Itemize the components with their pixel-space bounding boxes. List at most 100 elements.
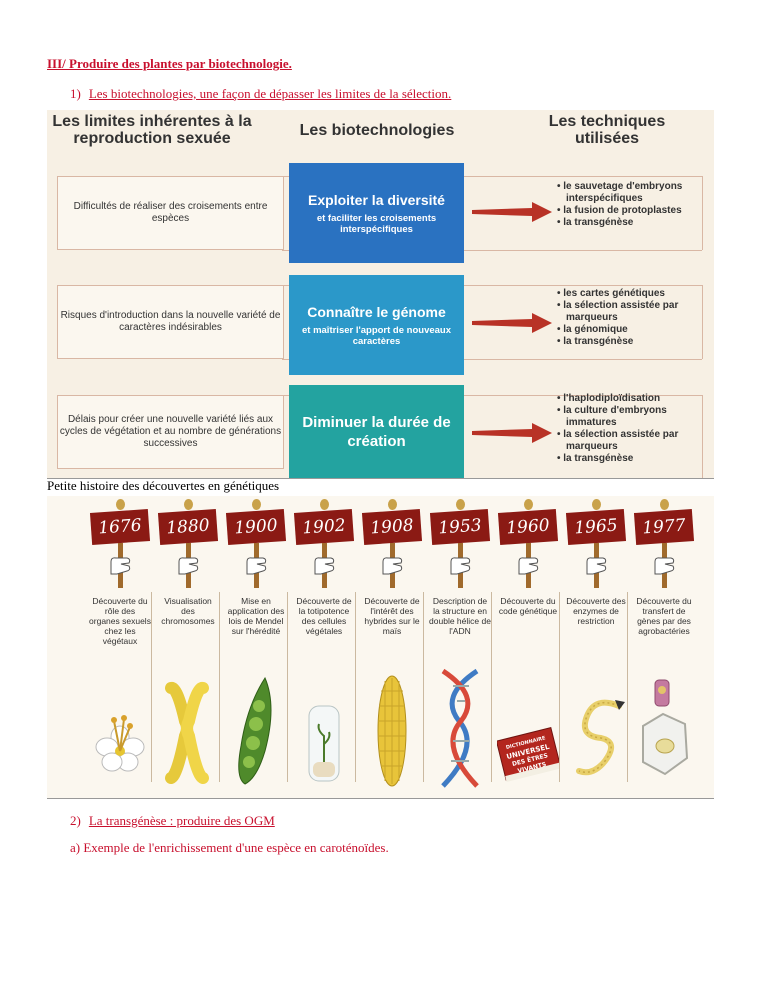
test-tube-icon	[308, 705, 340, 782]
timeline-entry-1676: 1676 Découverte du rôle des organes sexu…	[89, 496, 151, 798]
pin-icon	[388, 499, 397, 510]
column-divider	[151, 592, 152, 782]
timeline-description: Découverte du transfert de gènes par des…	[636, 596, 692, 636]
column-divider	[287, 592, 288, 782]
timeline-description: Découverte de l'intérêt des hybrides sur…	[364, 596, 420, 636]
pin-icon	[320, 499, 329, 510]
genetics-timeline: 1676 Découverte du rôle des organes sexu…	[47, 496, 714, 798]
limit-row-2: Risques d'introduction dans la nouvelle …	[57, 285, 284, 359]
year-sign: 1900	[225, 509, 287, 545]
technique-item: la sélection assistée par marqueurs	[557, 300, 712, 324]
column-divider	[491, 592, 492, 782]
timeline-entry-1960: 1960 Découverte du code génétique DICTIO…	[497, 496, 559, 798]
pea-pod-icon	[238, 676, 272, 785]
pin-icon	[252, 499, 261, 510]
technique-item: l'haplodiploïdisation	[557, 393, 712, 405]
timeline-entry-1900: 1900 Mise en application des lois de Men…	[225, 496, 287, 798]
divider	[47, 798, 714, 799]
pin-icon	[524, 499, 533, 510]
biotech-limits-figure: Les limites inhérentes à la reproduction…	[47, 110, 714, 478]
year-sign: 1953	[429, 509, 491, 545]
timeline-entry-1965: 1965 Découverte des enzymes de restricti…	[565, 496, 627, 798]
row-3-top-border	[282, 395, 702, 396]
pin-icon	[116, 499, 125, 510]
year-sign: 1902	[293, 509, 355, 545]
year-sign: 1965	[565, 509, 627, 545]
technique-item: la transgénèse	[557, 453, 712, 465]
header-techniques: Les techniques utilisées	[548, 113, 666, 147]
limit-row-1: Difficultés de réaliser des croisements …	[57, 176, 284, 250]
timeline-description: Description de la structure en double hé…	[429, 596, 491, 636]
enzyme-strand-icon	[576, 699, 625, 776]
row-2-bottom-border	[282, 359, 702, 360]
technique-item: la transgénèse	[557, 336, 712, 348]
technique-item: la transgénèse	[557, 217, 712, 229]
row-2-top-border	[282, 285, 702, 286]
arrow-icon	[472, 423, 552, 443]
biotech-box-1-title: Exploiter la diversité	[308, 191, 445, 208]
hand-icon	[586, 557, 607, 575]
timeline-description: Mise en application des lois de Mendel s…	[227, 596, 285, 636]
year-sign: 1977	[633, 509, 695, 545]
technique-item: la génomique	[557, 324, 712, 336]
technique-item: la sélection assistée par marqueurs	[557, 429, 712, 453]
technique-item: la culture d'embryons immatures	[557, 405, 712, 429]
timeline-description: Découverte des enzymes de restriction	[566, 596, 626, 626]
technique-item: la fusion de protoplastes	[557, 205, 712, 217]
subsection-1: 1) Les biotechnologies, une façon de dépa…	[70, 86, 451, 102]
column-divider	[559, 592, 560, 782]
pin-icon	[456, 499, 465, 510]
hand-icon	[178, 557, 199, 575]
biotech-box-3: Diminuer la durée de création	[289, 385, 464, 478]
timeline-description: Découverte de la totipotence des cellule…	[296, 596, 352, 636]
timeline-entry-1953: 1953 Description de la structure en doub…	[429, 496, 491, 798]
arrow-icon	[472, 202, 552, 222]
timeline-description: Visualisation des chromosomes	[161, 596, 215, 626]
hand-icon	[382, 557, 403, 575]
hand-icon	[518, 557, 539, 575]
pin-icon	[184, 499, 193, 510]
timeline-entry-1902: 1902 Découverte de la totipotence des ce…	[293, 496, 355, 798]
subsection-1-title: Les biotechnologies, une façon de dépass…	[88, 86, 452, 101]
arrow-icon	[472, 313, 552, 333]
technique-item: les cartes génétiques	[557, 288, 712, 300]
techniques-list-3: l'haplodiploïdisation la culture d'embry…	[557, 393, 712, 465]
corn-icon	[377, 675, 407, 787]
limit-row-3: Délais pour créer une nouvelle variété l…	[57, 395, 284, 469]
hand-icon	[110, 557, 131, 575]
year-sign: 1908	[361, 509, 423, 545]
technique-item: le sauvetage d'embryons interspécifiques	[557, 181, 712, 205]
biotech-box-1: Exploiter la diversité et faciliter les …	[289, 163, 464, 263]
row-1-top-border	[282, 176, 702, 177]
hand-icon	[654, 557, 675, 575]
column-divider	[627, 592, 628, 782]
pin-icon	[660, 499, 669, 510]
row-1-bottom-border	[282, 250, 702, 251]
plant-cell-icon	[642, 679, 689, 776]
header-limits: Les limites inhérentes à la reproduction…	[52, 113, 252, 147]
pin-icon	[592, 499, 601, 510]
biotech-box-2-title: Connaître le génome	[307, 303, 446, 320]
timeline-entry-1977: 1977 Découverte du transfert de gènes pa…	[633, 496, 695, 798]
column-divider	[355, 592, 356, 782]
chromosome-icon	[165, 682, 209, 784]
timeline-caption: Petite histoire des découvertes en génét…	[47, 478, 280, 493]
dictionary-icon: DICTIONNAIRE UNIVERSEL DES ÊTRES VIVANTS	[497, 727, 559, 782]
header-biotech: Les biotechnologies	[299, 122, 455, 139]
techniques-list-2: les cartes génétiques la sélection assis…	[557, 288, 712, 348]
divider	[47, 478, 714, 479]
hand-icon	[450, 557, 471, 575]
column-divider	[219, 592, 220, 782]
techniques-list-1: le sauvetage d'embryons interspécifiques…	[557, 181, 712, 229]
timeline-description: Découverte du code génétique	[498, 596, 558, 616]
subsection-1-number: 1)	[70, 86, 81, 101]
year-sign: 1960	[497, 509, 559, 545]
biotech-box-3-title: Diminuer la durée de création	[302, 413, 451, 450]
year-sign: 1676	[89, 509, 151, 545]
timeline-description: Découverte du rôle des organes sexuels c…	[89, 596, 151, 646]
hand-icon	[314, 557, 335, 575]
flower-icon	[95, 715, 145, 772]
section-title: III/ Produire des plantes par biotechnol…	[47, 56, 292, 71]
hand-icon	[246, 557, 267, 575]
year-sign: 1880	[157, 509, 219, 545]
